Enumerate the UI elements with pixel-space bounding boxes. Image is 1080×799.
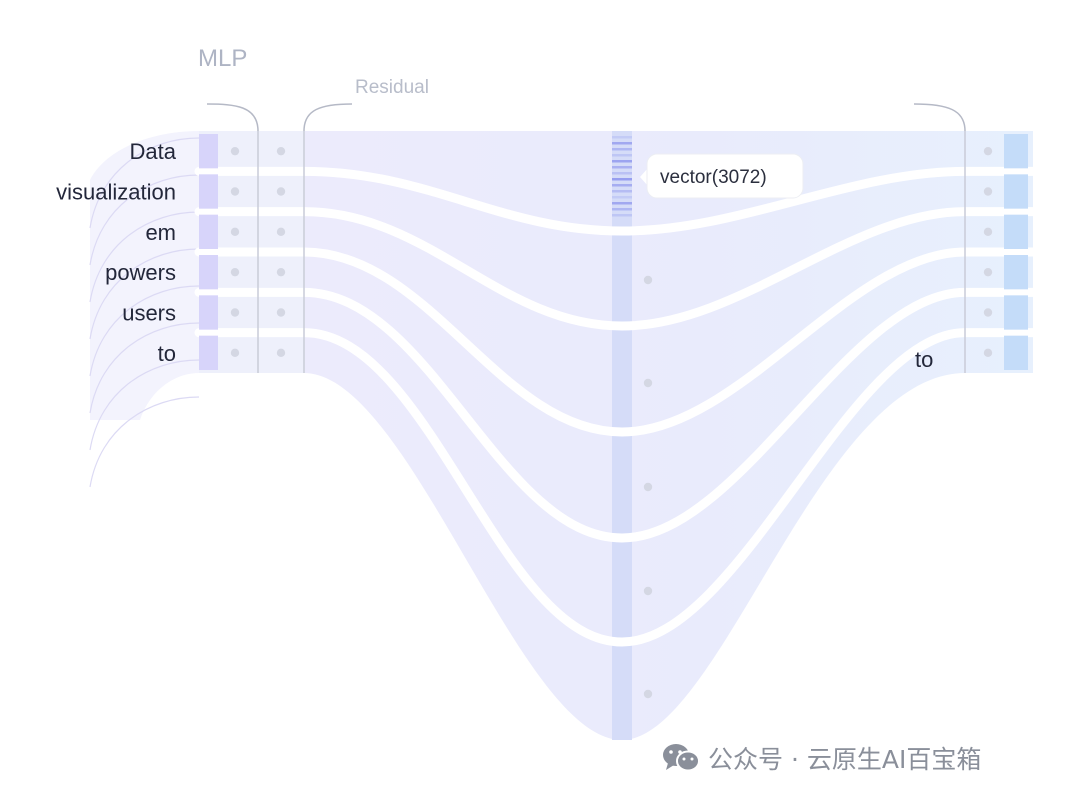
- output-strip: [1004, 174, 1028, 209]
- hidden-vector-stripes: [612, 136, 632, 217]
- neuron-dot: [276, 146, 286, 156]
- token-label: em: [145, 220, 176, 245]
- neuron-dot: [230, 267, 240, 277]
- neuron-dot: [983, 308, 993, 317]
- vector-stripe: [612, 202, 632, 205]
- vector-tooltip[interactable]: vector(3072): [640, 153, 804, 199]
- vector-stripe: [612, 184, 632, 187]
- vector-stripe: [612, 172, 632, 175]
- neuron-dot: [230, 227, 240, 237]
- hidden-neuron-dot: [643, 586, 653, 596]
- input-strip: [199, 134, 218, 169]
- fan-line: [89, 285, 200, 377]
- neuron-dot: [230, 146, 240, 156]
- flow-line: [194, 287, 1038, 543]
- mlp-label: MLP: [198, 45, 247, 72]
- neuron-dot: [983, 187, 993, 196]
- fan-line: [89, 137, 200, 229]
- input-strip: [199, 295, 218, 330]
- token-label: users: [122, 301, 176, 326]
- left-fan: [90, 131, 199, 420]
- vector-stripe: [612, 166, 632, 169]
- token-strips: [199, 134, 1028, 370]
- input-strip: [199, 174, 218, 209]
- hidden-neuron-dot: [643, 689, 653, 699]
- output-strip: [1004, 214, 1028, 249]
- token-label: Data: [130, 139, 177, 164]
- token-label: powers: [105, 260, 176, 285]
- tooltip-box: [646, 153, 804, 199]
- output-strip: [1004, 295, 1028, 330]
- hidden-neuron-dot: [643, 275, 653, 285]
- vector-stripe: [612, 178, 632, 181]
- left-fan-lines: [89, 137, 200, 488]
- fan-line: [89, 174, 200, 266]
- output-strip: [1004, 255, 1028, 290]
- neuron-dot: [230, 187, 240, 196]
- vector-stripe: [612, 196, 632, 199]
- vector-stripe: [612, 208, 632, 211]
- output-strip: [1004, 134, 1028, 169]
- neuron-dot: [230, 308, 240, 317]
- hidden-neuron-dot: [643, 482, 653, 492]
- input-strip: [199, 335, 218, 370]
- fan-line: [89, 396, 200, 488]
- hidden-neuron-dot: [643, 378, 653, 388]
- neuron-dot: [276, 187, 286, 196]
- vector-stripe: [612, 214, 632, 217]
- vector-stripe: [612, 190, 632, 193]
- residual-bracket: [303, 103, 353, 132]
- token-label: visualization: [56, 180, 176, 205]
- vector-stripe: [612, 160, 632, 163]
- input-strip: [199, 255, 218, 290]
- vector-stripe: [612, 148, 632, 151]
- input-strip: [199, 214, 218, 249]
- neuron-dot: [230, 348, 240, 358]
- token-labels: Data visualization em powers users to: [56, 139, 177, 366]
- watermark: 公众号 · 云原生AI百宝箱: [662, 738, 981, 778]
- wechat-icon: [662, 742, 700, 774]
- output-bracket: [913, 103, 966, 132]
- neuron-dot: [276, 348, 286, 358]
- expanded-envelope: [304, 131, 1033, 740]
- flow-line: [194, 166, 1038, 236]
- fan-line: [89, 211, 200, 303]
- token-flow-lines: [194, 166, 1038, 647]
- output-strip: [1004, 335, 1028, 370]
- neuron-dot: [276, 308, 286, 317]
- neuron-dot: [276, 227, 286, 237]
- mlp-bracket: [206, 103, 259, 132]
- watermark-text: 公众号 · 云原生AI百宝箱: [708, 745, 982, 774]
- fan-line: [89, 359, 200, 451]
- output-token-label: to: [915, 347, 933, 372]
- fan-line: [89, 322, 200, 414]
- neuron-dot: [983, 348, 993, 358]
- tooltip-text: vector(3072): [660, 167, 767, 188]
- neuron-dot: [983, 227, 993, 237]
- residual-label: Residual: [355, 77, 429, 98]
- vector-stripe: [612, 154, 632, 157]
- token-label: to: [158, 341, 176, 366]
- flow-line: [194, 247, 1038, 437]
- flow-line: [194, 328, 1038, 647]
- vector-stripe: [612, 142, 632, 145]
- neuron-dots: [230, 146, 993, 699]
- neuron-dot: [983, 146, 993, 156]
- fan-line: [89, 248, 200, 340]
- neuron-dot: [983, 267, 993, 277]
- flow-line: [194, 207, 1038, 331]
- vector-stripe: [612, 136, 632, 139]
- neuron-dot: [276, 267, 286, 277]
- tooltip-arrow: [640, 168, 648, 186]
